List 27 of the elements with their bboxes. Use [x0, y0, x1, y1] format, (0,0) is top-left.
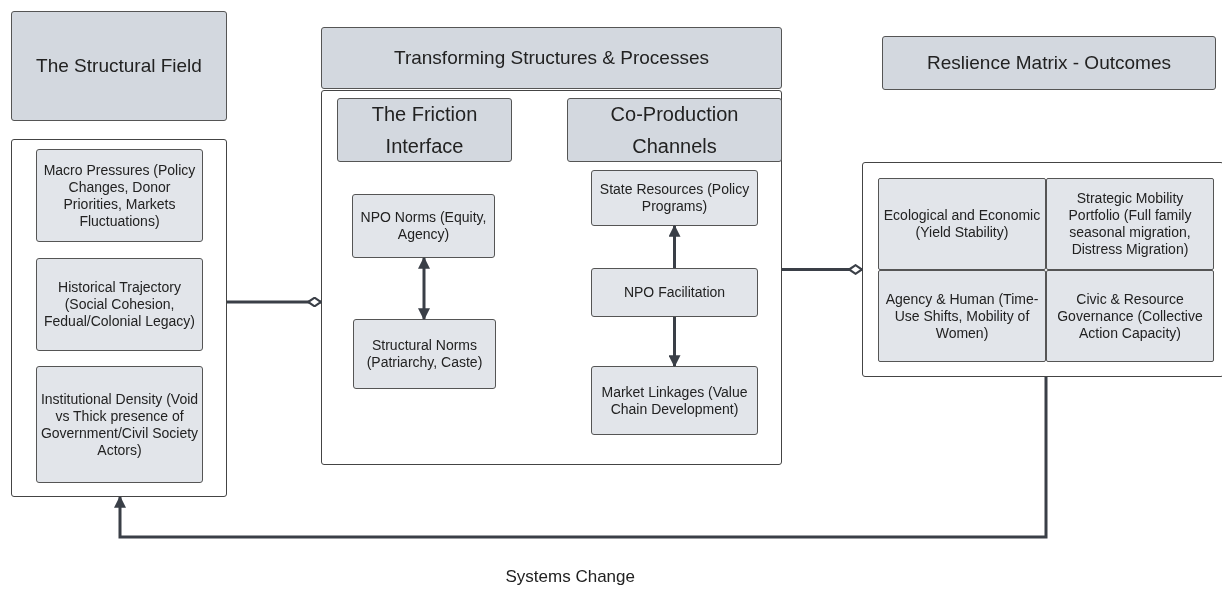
heading-box: The Structural Field [11, 11, 227, 121]
factor-box: Historical Trajectory (Social Cohesion, Fedual/Colonial Legacy) [36, 258, 203, 351]
factor-box: Institutional Density (Void vs Thick presence of Government/Civil Society Actors) [36, 366, 203, 483]
container-box [321, 90, 782, 465]
process-box: NPO Facilitation [591, 268, 758, 317]
connector [227, 296, 323, 308]
arrow [668, 224, 681, 268]
arrow [418, 256, 430, 321]
outcome-cell: Strategic Mobility Portfolio (Full family seasonal migration, Distress Migration) [1046, 178, 1214, 270]
arrow [668, 317, 681, 368]
outcome-cell: Civic & Resource Governance (Collective Action Capacity) [1046, 270, 1214, 362]
arrow [114, 377, 1048, 539]
factor-box: Macro Pressures (Policy Changes, Donor Priorities, Markets Fluctuations) [36, 149, 203, 242]
process-box: NPO Norms (Equity, Agency) [352, 194, 495, 258]
process-box: Market Linkages (Value Chain Development) [591, 366, 758, 435]
edge-label: Systems Change [503, 567, 637, 587]
outcome-cell: Agency & Human (Time-Use Shifts, Mobility of Women) [878, 270, 1046, 362]
container-box [862, 162, 1222, 377]
heading-box: Reslience Matrix - Outcomes [882, 36, 1216, 90]
process-box: Structural Norms (Patriarchy, Caste) [353, 319, 496, 389]
subheading-box: Co-Production Channels [567, 98, 782, 162]
subheading-box: The Friction Interface [337, 98, 512, 162]
heading-box: Transforming Structures & Processes [321, 27, 782, 89]
outcome-cell: Ecological and Economic (Yield Stability) [878, 178, 1046, 270]
connector [782, 264, 864, 275]
process-box: State Resources (Policy Programs) [591, 170, 758, 226]
container-box [11, 139, 227, 497]
